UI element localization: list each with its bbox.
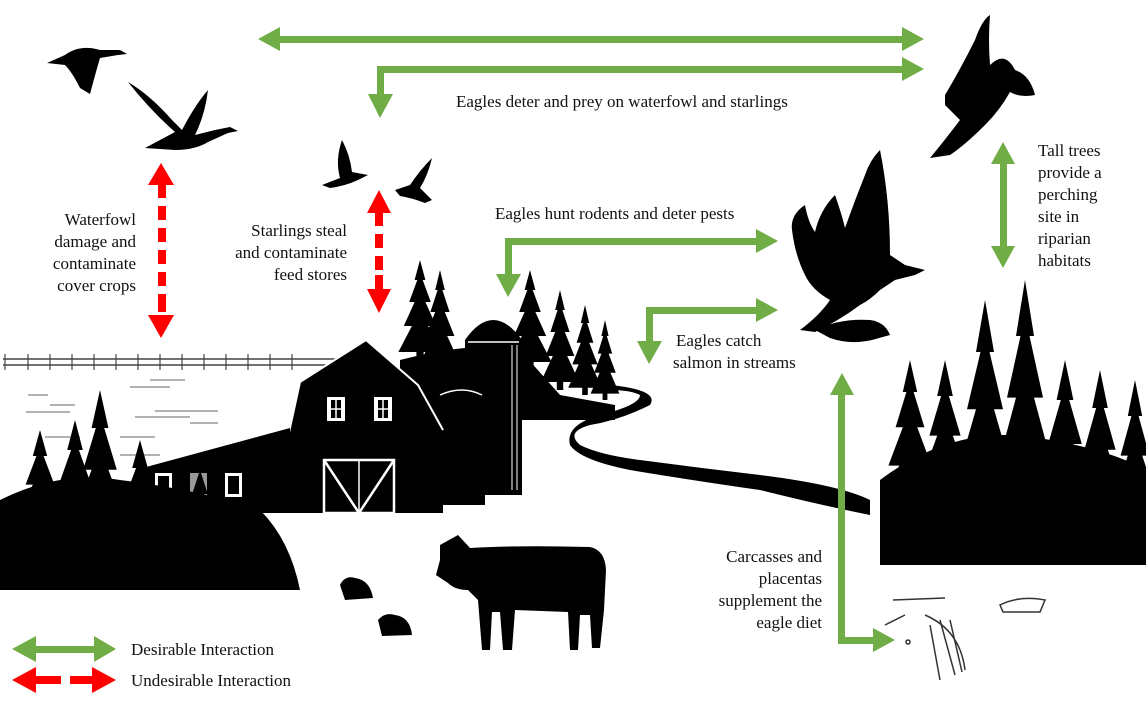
desirable-arrow-carcasses [830,373,895,652]
label-line: riparian [1038,229,1091,248]
label-line: cover crops [57,276,136,295]
silo-icon [437,320,522,505]
legend-undesirable-arrow [12,667,116,693]
label-line: provide a [1038,163,1102,182]
starling-icon [322,140,432,203]
cow-icon [436,535,606,650]
label-eagles-waterfowl: Eagles deter and prey on waterfowl and s… [456,92,788,111]
label-line: and contaminate [235,243,347,262]
label-eagles-salmon: Eagles catch salmon in streams [673,330,796,374]
legend-desirable-arrow [12,636,116,662]
conifer-tree-icon [0,390,300,590]
bald-eagle-icon [930,15,1035,158]
label-eagles-rodents: Eagles hunt rodents and deter pests [495,204,735,223]
label-line: Eagles catch [676,331,762,350]
label-line: feed stores [273,265,347,284]
desirable-arrow-salmon [637,298,778,364]
label-line: eagle diet [756,613,822,632]
desirable-arrow-rodents [496,229,778,297]
fence-icon [3,354,335,456]
label-carcasses: Carcasses and placentas supplement the e… [690,546,822,634]
label-line: habitats [1038,251,1091,270]
undesirable-arrow-waterfowl [148,163,174,338]
label-line: salmon in streams [673,353,796,372]
legend-desirable-label: Desirable Interaction [131,640,275,659]
label-tall-trees: Tall trees provide a perching site in ri… [1038,140,1102,272]
desirable-arrow-starlings-eagle [368,57,924,118]
conifer-tree-icon [880,280,1146,565]
barn-icon [134,338,444,515]
label-line: contaminate [52,254,136,273]
label-line: perching [1038,185,1098,204]
desirable-arrow-trees [991,142,1015,268]
label-starlings-steal: Starlings steal and contaminate feed sto… [215,220,347,286]
label-line: damage and [54,232,136,251]
label-line: Starlings steal [251,221,347,240]
legend-undesirable-label: Undesirable Interaction [131,671,292,690]
desirable-arrow-waterfowl-eagle [258,27,924,51]
label-waterfowl-damage: Waterfowl damage and contaminate cover c… [20,209,136,297]
label-line: Tall trees [1038,141,1101,160]
label-line: Waterfowl [64,210,136,229]
label-line: site in [1038,207,1080,226]
canada-goose-icon [47,47,238,150]
label-line: supplement the [718,591,822,610]
bald-eagle-icon [791,150,925,343]
label-line: placentas [758,569,822,588]
calf-icon [340,577,412,636]
bones-icon [884,597,1047,681]
undesirable-arrow-starlings [367,190,391,313]
label-line: Carcasses and [726,547,822,566]
stream-icon [569,385,870,515]
